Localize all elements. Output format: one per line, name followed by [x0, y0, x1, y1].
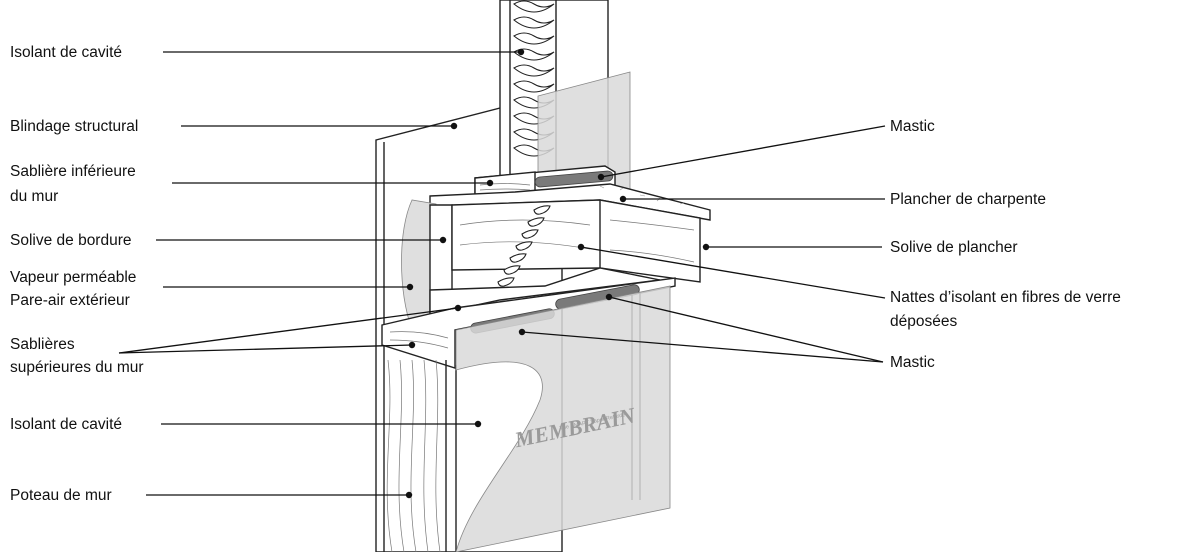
rim-batt: [497, 205, 551, 287]
label-cavity-insulation-top: Isolant de cavité: [10, 44, 122, 61]
labels-right: Mastic Plancher de charpente Solive de p…: [890, 118, 1121, 371]
label-subfloor: Plancher de charpente: [890, 191, 1046, 208]
label-structural-sheathing: Blindage structural: [10, 118, 138, 135]
labels-left: Isolant de cavité Blindage structural Sa…: [10, 44, 144, 504]
illustration: MEMBRAIN The SMART Vapor Retarder: [375, 0, 711, 552]
lower-membrane: [455, 285, 671, 552]
label-mastic-bottom: Mastic: [890, 354, 935, 371]
label-bottom-plate-1: Sablière inférieure: [10, 163, 136, 180]
floor-framing: [429, 199, 701, 316]
label-cavity-insulation-bottom: Isolant de cavité: [10, 416, 122, 433]
label-top-plates-1: Sablières: [10, 336, 75, 353]
label-fiberglass-batts-1: Nattes d’isolant en fibres de verre: [890, 289, 1121, 306]
label-top-plates-2: supérieures du mur: [10, 359, 144, 376]
label-fiberglass-batts-2: déposées: [890, 313, 957, 330]
label-vapour-permeable-1: Vapeur perméable: [10, 269, 136, 286]
callout-lines: [118, 48, 886, 499]
label-wall-stud: Poteau de mur: [10, 487, 112, 504]
label-vapour-permeable-2: Pare-air extérieur: [10, 292, 130, 309]
label-mastic-top: Mastic: [890, 118, 935, 135]
label-bottom-plate-2: du mur: [10, 188, 58, 205]
label-rim-joist: Solive de bordure: [10, 232, 132, 249]
label-floor-joist: Solive de plancher: [890, 239, 1018, 256]
